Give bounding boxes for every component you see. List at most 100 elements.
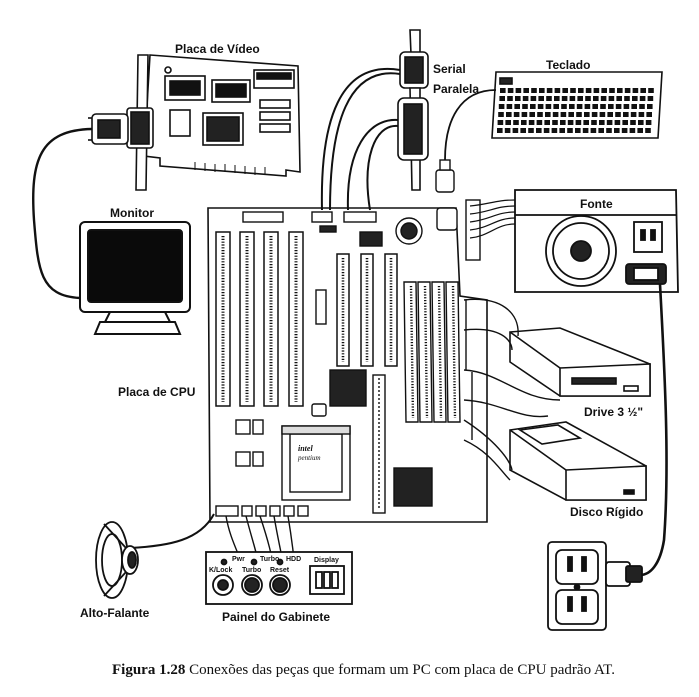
keyboard-key <box>520 128 526 133</box>
keyboard-key <box>522 104 528 109</box>
keyboard-key <box>507 104 513 109</box>
keyboard-key <box>600 104 606 109</box>
keyboard-key <box>514 104 520 109</box>
keyboard-key <box>640 96 646 101</box>
isa-slot <box>264 232 278 406</box>
keyboard-key <box>516 88 522 93</box>
keyboard-key <box>592 104 598 109</box>
expansion-slot <box>361 254 373 366</box>
keyboard-key <box>521 120 527 125</box>
panel-led-turbo-label: Turbo <box>260 556 279 563</box>
keyboard-key <box>561 112 567 117</box>
label-floppy-drive: Drive 3 ½" <box>584 405 643 419</box>
keyboard-key <box>555 88 561 93</box>
keyboard-key <box>606 128 612 133</box>
keyboard-key <box>500 88 506 93</box>
keyboard-key <box>562 96 568 101</box>
keyboard-key <box>499 104 505 109</box>
keyboard-key <box>561 104 567 109</box>
keyboard-key <box>600 112 606 117</box>
keyboard-key <box>625 88 631 93</box>
keyboard-key <box>567 128 573 133</box>
label-parallel: Paralela <box>433 82 479 96</box>
keyboard-key <box>514 112 520 117</box>
serial-port-bracket <box>400 30 428 88</box>
keyboard-key <box>498 112 504 117</box>
keyboard-key <box>497 128 503 133</box>
expansion-slot <box>385 254 397 366</box>
cpu-brand: intel <box>298 444 313 453</box>
floppy-drive-icon <box>510 328 650 396</box>
keyboard-key <box>577 104 583 109</box>
keyboard-key <box>640 88 646 93</box>
keyboard-key <box>552 128 558 133</box>
keyboard-key <box>544 120 550 125</box>
keyboard-key <box>546 104 552 109</box>
keyboard-key <box>576 120 582 125</box>
keyboard-key <box>537 120 543 125</box>
wall-outlet-icon <box>548 542 642 630</box>
memory-slot <box>432 282 446 422</box>
vlb-slots <box>337 254 397 366</box>
keyboard-key <box>623 112 629 117</box>
speaker-icon <box>96 522 138 598</box>
keyboard-key <box>601 96 607 101</box>
keyboard-key <box>513 120 519 125</box>
keyboard-key <box>536 128 542 133</box>
keyboard-key <box>598 128 604 133</box>
cpu-model: pentium <box>298 454 321 462</box>
video-card <box>127 55 300 190</box>
caption-prefix: Figura 1.28 <box>112 662 185 678</box>
keyboard-key <box>631 104 637 109</box>
label-power-supply: Fonte <box>580 197 613 211</box>
keyboard-key <box>546 96 552 101</box>
label-cpu-board: Placa de CPU <box>118 385 195 399</box>
keyboard-key <box>583 128 589 133</box>
keyboard-key <box>591 128 597 133</box>
keyboard-key <box>638 120 644 125</box>
keyboard-key <box>523 96 529 101</box>
keyboard-key <box>591 120 597 125</box>
keyboard-key <box>645 128 651 133</box>
keyboard-key <box>506 112 512 117</box>
keyboard-key <box>537 112 543 117</box>
keyboard-key <box>507 96 513 101</box>
keyboard-key <box>586 88 592 93</box>
keyboard-key <box>553 104 559 109</box>
panel-turbo-label: Turbo <box>242 567 261 574</box>
keyboard-key <box>593 96 599 101</box>
keyboard-key <box>529 120 535 125</box>
keyboard-key <box>601 88 607 93</box>
keyboard-key <box>554 96 560 101</box>
keyboard-key <box>622 128 628 133</box>
keyboard-key <box>584 112 590 117</box>
panel-display-label: Display <box>314 557 339 564</box>
monitor-icon <box>80 222 190 334</box>
panel-keylock-label: K/Lock <box>209 567 232 574</box>
keyboard-key <box>646 112 652 117</box>
keyboard-key <box>523 88 529 93</box>
keyboard-key <box>616 104 622 109</box>
panel-led-pwr-label: Pwr <box>232 556 245 563</box>
keyboard-key <box>498 120 504 125</box>
keyboard-key <box>624 96 630 101</box>
keyboard-key <box>614 128 620 133</box>
label-case-panel: Painel do Gabinete <box>222 610 330 624</box>
keyboard-key <box>615 112 621 117</box>
keyboard-key <box>575 128 581 133</box>
keyboard-key <box>562 88 568 93</box>
keyboard-key <box>639 112 645 117</box>
keyboard-key <box>599 120 605 125</box>
keyboard-key <box>508 88 514 93</box>
label-serial: Serial <box>433 62 466 76</box>
isa-slot <box>216 232 230 406</box>
keyboard-key <box>529 112 535 117</box>
label-speaker: Alto-Falante <box>80 606 149 620</box>
hard-disk-icon <box>510 422 646 500</box>
keyboard-key <box>647 104 653 109</box>
keyboard-key <box>622 120 628 125</box>
keyboard-key <box>615 120 621 125</box>
keyboard-key <box>576 112 582 117</box>
keyboard-key <box>594 88 600 93</box>
label-monitor: Monitor <box>110 206 154 220</box>
